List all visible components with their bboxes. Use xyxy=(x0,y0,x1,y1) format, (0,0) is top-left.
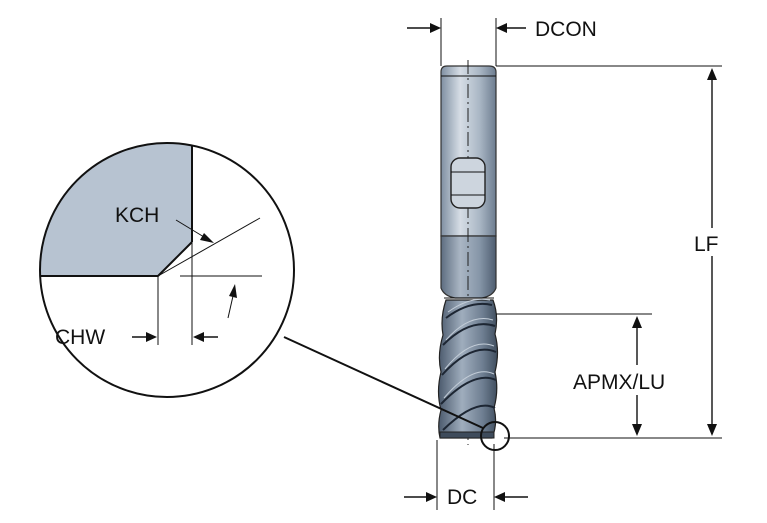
chw-label: CHW xyxy=(55,326,105,349)
lf-arrow-bottom xyxy=(707,424,717,436)
dcon-dimension: DCON xyxy=(407,18,597,66)
detail-circle-outline xyxy=(39,142,295,398)
tool-tip xyxy=(439,431,495,439)
dcon-arrow-right-head xyxy=(496,23,507,33)
kch-arrow-head xyxy=(200,233,214,243)
clamping-flat xyxy=(450,157,486,209)
lf-label-bg xyxy=(690,228,730,256)
end-mill-tool xyxy=(437,60,510,451)
apmx-arrow-top xyxy=(632,316,642,328)
detail-leader-line xyxy=(283,336,484,429)
lf-dimension: LF xyxy=(496,65,730,439)
lf-arrow-top xyxy=(707,68,717,80)
flute-helix-lines xyxy=(440,302,497,431)
dc-arrow-right-head xyxy=(494,492,505,502)
magnifier-detail-circle: KCH CHW xyxy=(39,142,295,398)
dcon-label: DCON xyxy=(535,18,597,41)
apmx-lu-label: APMX/LU xyxy=(573,371,665,394)
kch-arrow-lower-head xyxy=(229,284,237,298)
kch-arrow-lower xyxy=(227,295,234,319)
dc-dimension: DC xyxy=(404,440,528,510)
kch-label: KCH xyxy=(115,204,159,227)
apmx-arrow-bottom xyxy=(632,424,642,436)
kch-leader xyxy=(175,219,205,238)
tip-detail-marker xyxy=(480,421,510,451)
apmx-lu-dimension: APMX/LU xyxy=(496,313,665,436)
dc-arrow-left-head xyxy=(426,492,437,502)
flute-highlights xyxy=(443,298,495,399)
chw-arrow-left-head xyxy=(146,332,157,342)
dc-label: DC xyxy=(447,486,477,509)
detail-tool-section xyxy=(40,143,192,276)
chw-arrow-right-head xyxy=(193,332,204,342)
kch-extension-line xyxy=(157,217,261,277)
detail-chamfer-edge xyxy=(157,241,193,277)
dcon-arrow-left-head xyxy=(430,23,441,33)
lf-label: LF xyxy=(694,233,719,256)
